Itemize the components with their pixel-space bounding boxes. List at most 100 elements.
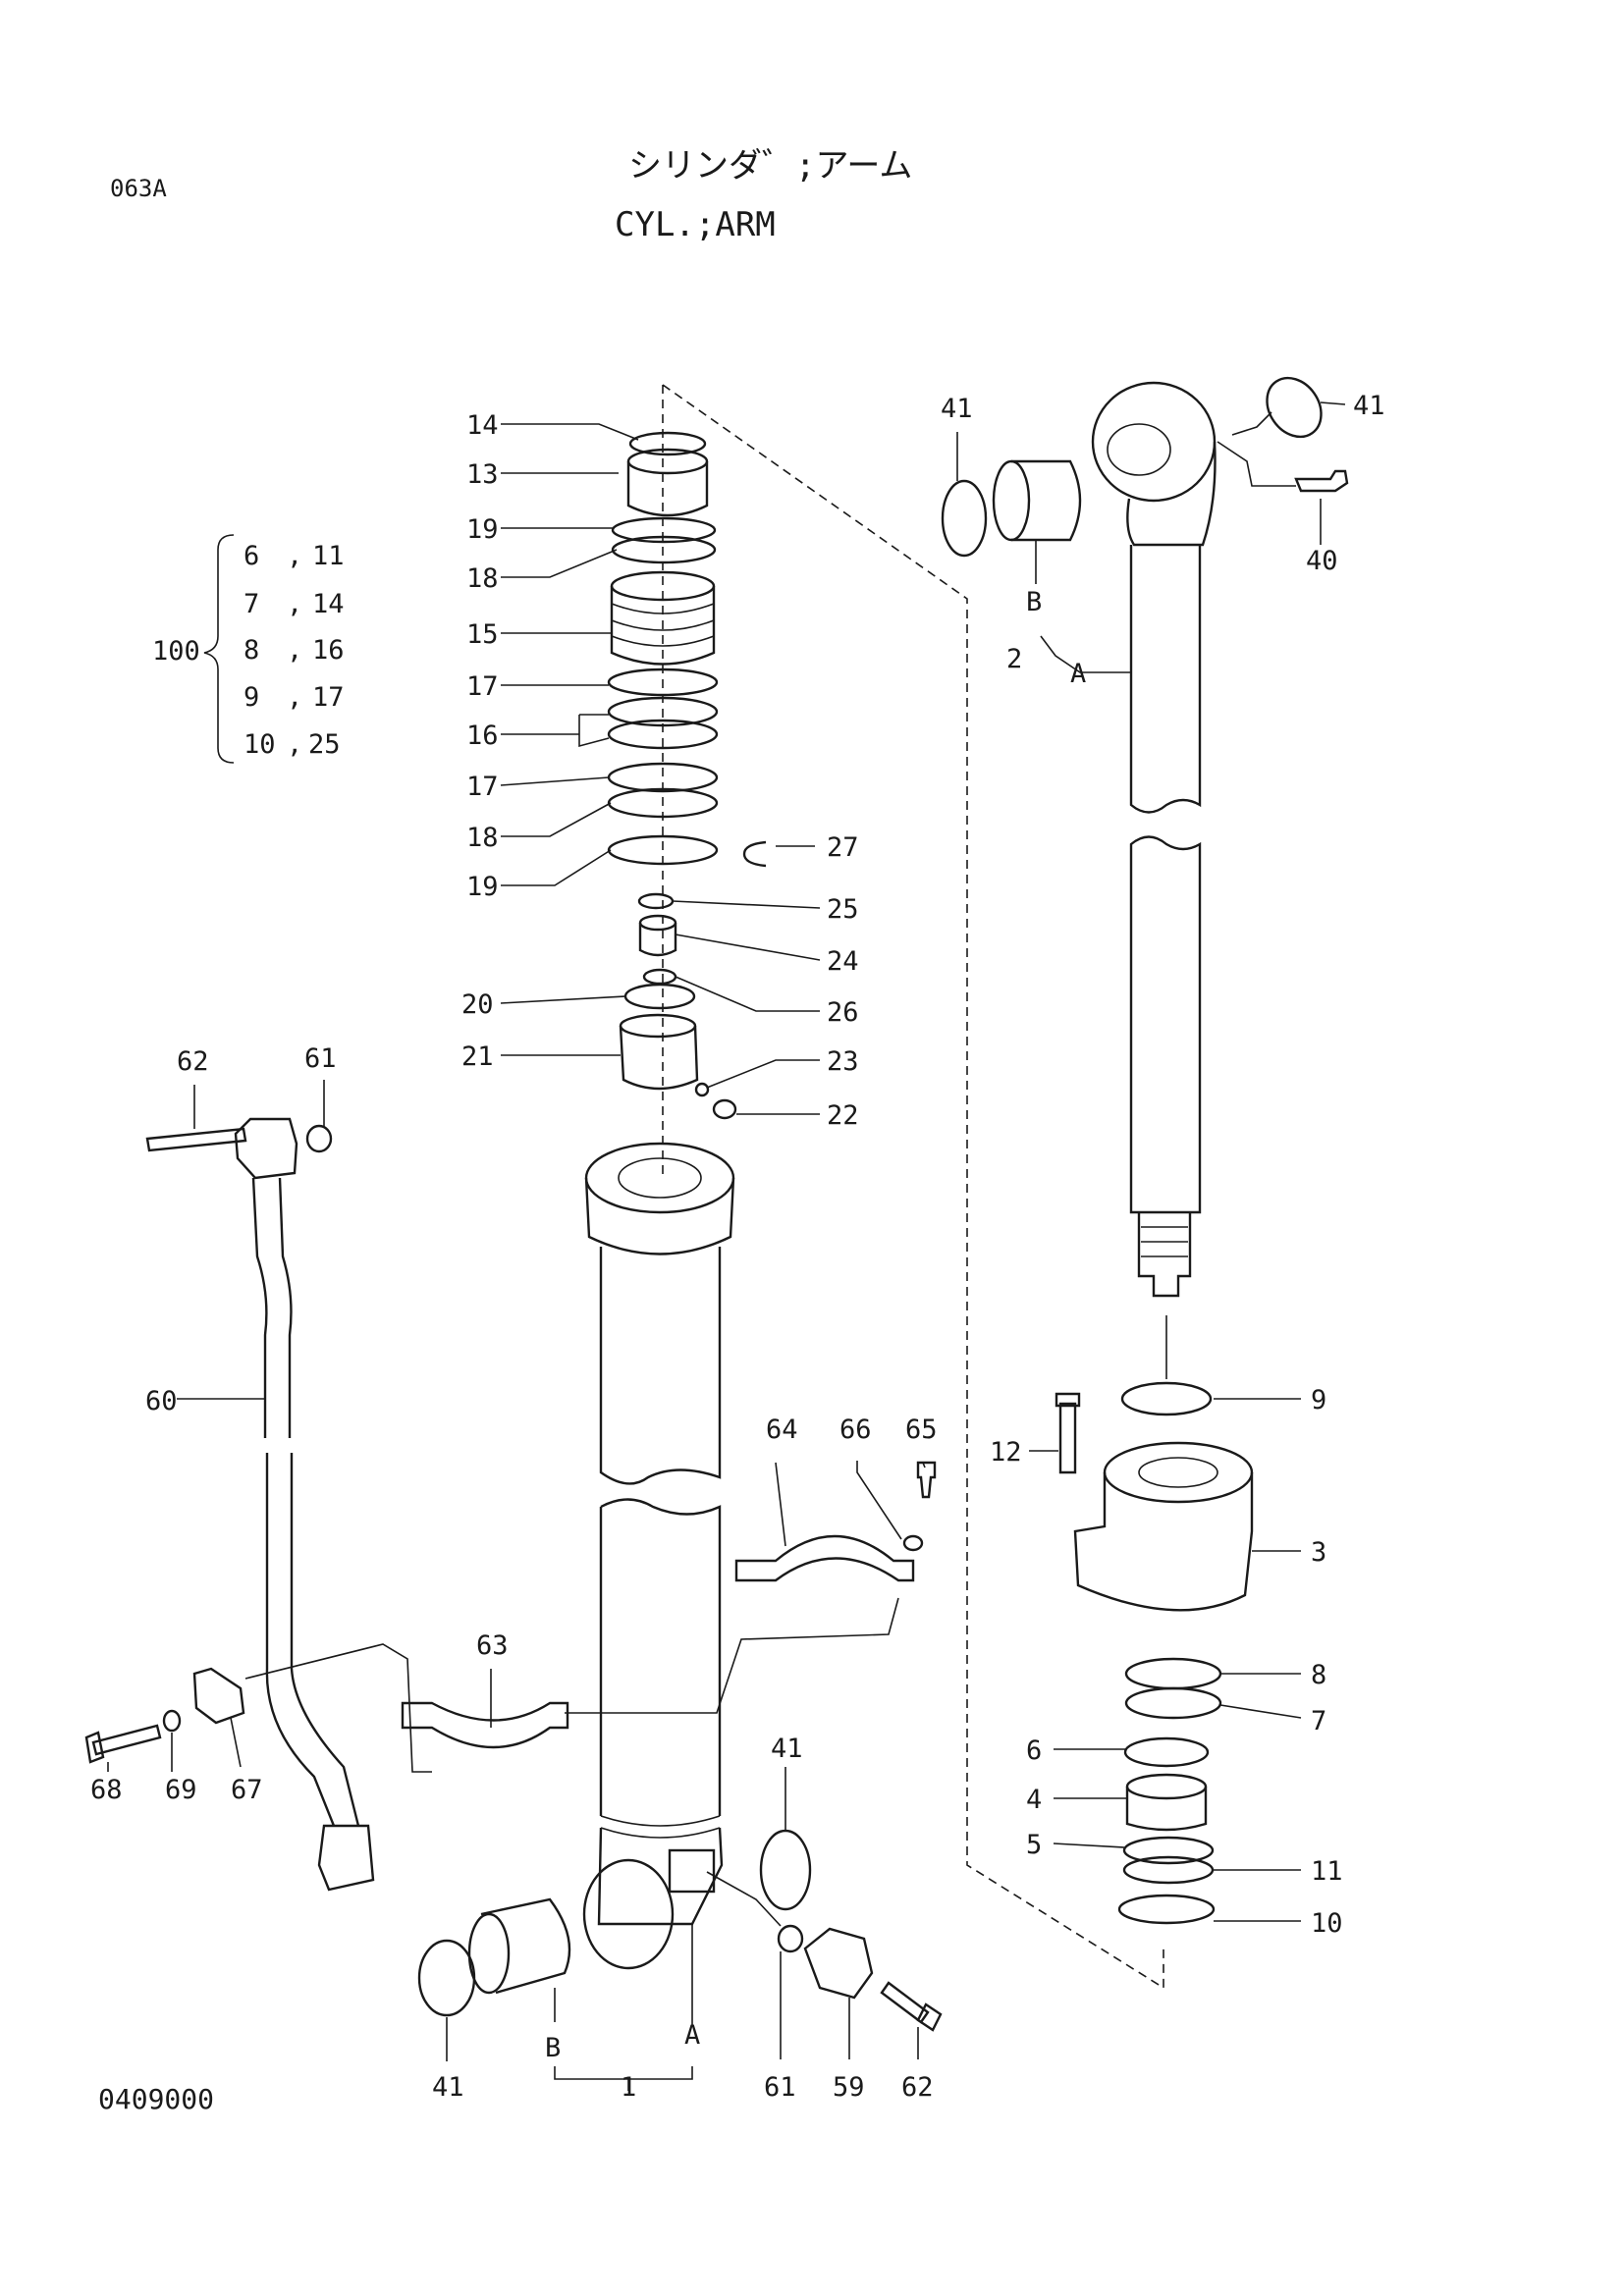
rod-neck <box>1126 441 1217 547</box>
callout-17b: 17 <box>466 772 499 802</box>
ring-part-11 <box>1122 1855 1215 1885</box>
title-japanese: シリンダ゛;アーム <box>628 146 912 186</box>
collar-part-24 <box>638 923 677 957</box>
rear-pin-parts <box>417 1829 943 2032</box>
ring-part-25 <box>637 892 675 910</box>
callout-9: 9 <box>1311 1385 1326 1415</box>
clamp-part-67 <box>192 1667 245 1725</box>
assembly-boundary-line <box>662 384 1164 1990</box>
bushing-b-lower <box>480 1897 571 1995</box>
tube-port-block <box>668 1848 716 1894</box>
seal-ring-part-41-right <box>1266 376 1323 439</box>
ring-part-19 <box>611 516 717 544</box>
callout-a-tube: A <box>684 2020 700 2051</box>
kit-item: 7 <box>243 589 259 619</box>
tube-bore <box>618 1157 702 1199</box>
callout-22: 22 <box>827 1100 859 1131</box>
seal-ring-part-41-left <box>941 479 988 558</box>
ball-part-23 <box>694 1082 710 1097</box>
callout-60: 60 <box>145 1386 178 1416</box>
callout-61-top: 61 <box>304 1043 337 1074</box>
clamp-part-64 <box>734 1534 915 1582</box>
clamps <box>244 1461 937 1773</box>
grease-fitting-part-40 <box>1294 469 1349 493</box>
kit-comma: , <box>287 729 302 760</box>
kit-item: 8 <box>243 635 259 666</box>
tube-body-lower <box>600 1498 722 1816</box>
ring-part-18 <box>611 535 717 564</box>
kit-item: 16 <box>312 635 345 666</box>
bolt-part-12 <box>1055 1392 1081 1474</box>
ring-part-14 <box>628 431 707 456</box>
ring-part-9 <box>1120 1381 1213 1416</box>
callout-27: 27 <box>827 832 859 863</box>
callout-12: 12 <box>990 1437 1022 1468</box>
bushing-part-4 <box>1125 1787 1208 1832</box>
callout-62-lower: 62 <box>901 2072 934 2103</box>
callout-69: 69 <box>165 1775 197 1805</box>
bolt-part-65 <box>916 1461 937 1499</box>
title-english: CYL.;ARM <box>615 205 776 244</box>
nut-top <box>619 1013 697 1039</box>
pipe-assembly <box>84 1117 375 1892</box>
callout-26: 26 <box>827 997 859 1028</box>
piston-seal-stack <box>607 431 767 1120</box>
callout-61-lower: 61 <box>764 2072 796 2103</box>
seal-part-16 <box>607 696 719 727</box>
callout-23: 23 <box>827 1046 859 1077</box>
seal-part-6 <box>1123 1736 1210 1768</box>
callout-19b: 19 <box>466 872 499 902</box>
rod-head-top <box>1103 1441 1254 1504</box>
callout-41-tube-right: 41 <box>771 1734 803 1764</box>
rod-head-bore <box>1138 1457 1218 1488</box>
kit-comma: , <box>287 589 302 619</box>
callout-19: 19 <box>466 514 499 545</box>
callout-40: 40 <box>1306 546 1338 576</box>
nut-part-21 <box>619 1025 699 1091</box>
callout-4: 4 <box>1026 1785 1042 1815</box>
tube-flange <box>584 1177 735 1255</box>
callout-2: 2 <box>1006 644 1022 674</box>
leader-lines <box>107 401 1346 2091</box>
o-ring-part-61-top <box>305 1124 333 1153</box>
rod-eye-bore <box>1107 423 1171 476</box>
kit-item: 11 <box>312 541 345 571</box>
callout-41-rod-right: 41 <box>1353 391 1385 421</box>
callout-66: 66 <box>839 1415 872 1445</box>
callout-8: 8 <box>1311 1660 1326 1690</box>
seal-ring-part-41-lower-left <box>417 1939 476 2017</box>
callout-41-tube-left: 41 <box>432 2072 464 2103</box>
kit-comma: , <box>287 635 302 666</box>
bushing-b-end <box>992 459 1031 542</box>
callout-7: 7 <box>1311 1706 1326 1736</box>
callout-65: 65 <box>905 1415 938 1445</box>
callout-16: 16 <box>466 721 499 751</box>
callout-11: 11 <box>1311 1856 1343 1887</box>
ring-part-19b <box>607 834 719 866</box>
o-ring-part-10 <box>1117 1894 1216 1925</box>
callout-17: 17 <box>466 671 499 702</box>
bushing-top <box>626 448 709 475</box>
washer-part-66 <box>902 1534 924 1552</box>
clamp-bracket-lines <box>244 1597 899 1773</box>
rod-thread <box>1137 1212 1192 1298</box>
kit-table: 100 6 , 11 7 , 14 8 , 16 9 , 17 10 , 25 <box>152 534 345 764</box>
callout-18b: 18 <box>466 823 499 853</box>
kit-comma: , <box>287 541 302 571</box>
piston-grooves <box>611 603 715 647</box>
rod-head-part-3 <box>1073 1472 1254 1612</box>
bolt-part-62-top <box>145 1127 247 1152</box>
o-ring-part-20 <box>623 983 696 1010</box>
bushing-b <box>1011 459 1082 542</box>
callout-64: 64 <box>766 1415 798 1445</box>
callout-13: 13 <box>466 459 499 490</box>
seal-ring-part-41-lower-right <box>759 1829 812 1911</box>
callout-25: 25 <box>827 894 859 925</box>
piston-part-15 <box>610 586 716 666</box>
callout-21: 21 <box>461 1041 494 1072</box>
seal-part-7 <box>1124 1686 1222 1720</box>
kit-comma: , <box>287 682 302 713</box>
callout-67: 67 <box>231 1775 263 1805</box>
tube-flange-top <box>584 1142 735 1214</box>
callout-15: 15 <box>466 619 499 650</box>
